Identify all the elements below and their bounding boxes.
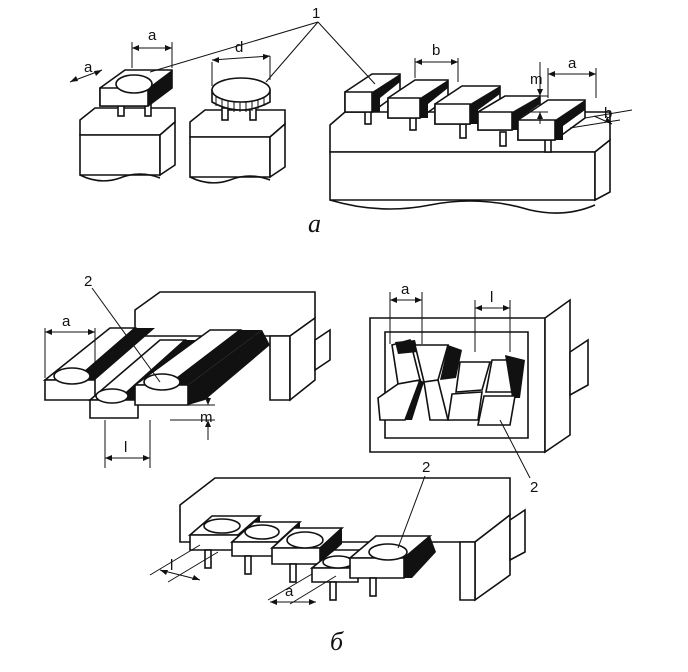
- caption-b: б: [330, 627, 344, 656]
- dimensions-part-a: [69, 42, 633, 129]
- part-b: a m l 2: [42, 273, 589, 656]
- dim-a-top: a: [148, 27, 157, 44]
- caption-a: a: [308, 209, 321, 238]
- base-block-left: [79, 107, 176, 182]
- dim-b-top: b: [432, 42, 440, 59]
- dim-a-left: a: [84, 59, 93, 76]
- dim-b-right: b: [604, 105, 612, 122]
- dim-a-bottom: a: [285, 583, 294, 600]
- dimensions-part-b-right: [389, 292, 531, 479]
- part-a: 1 a a d b m a b a: [69, 5, 633, 238]
- base-block-middle: [189, 109, 286, 184]
- contact-round: [211, 77, 271, 121]
- frame-right: [369, 298, 589, 454]
- callout-2-left: 2: [84, 273, 92, 290]
- dim-m-b: m: [200, 409, 213, 426]
- dim-a-right: a: [568, 55, 577, 72]
- dim-l-bottom: l: [170, 557, 173, 574]
- dim-l-right-b: l: [490, 289, 493, 306]
- callout-2-right: 2: [530, 479, 538, 496]
- housing-left: [42, 291, 331, 419]
- contact-row-rect: [344, 73, 586, 153]
- dim-d: d: [235, 39, 243, 56]
- dim-a-right-b: a: [401, 281, 410, 298]
- dimensions-part-b-left: [44, 287, 215, 468]
- callout-2-bottom: 2: [422, 459, 430, 476]
- callout-1: 1: [312, 5, 320, 22]
- dim-l-left-b: l: [124, 439, 127, 456]
- housing-bottom: [179, 477, 526, 602]
- dim-m: m: [530, 71, 543, 88]
- dim-a-left-b: a: [62, 313, 71, 330]
- callout-1-leaders: [149, 21, 376, 85]
- dimensions-part-b-bottom: [149, 475, 426, 605]
- contact-rect-oval: [99, 69, 173, 117]
